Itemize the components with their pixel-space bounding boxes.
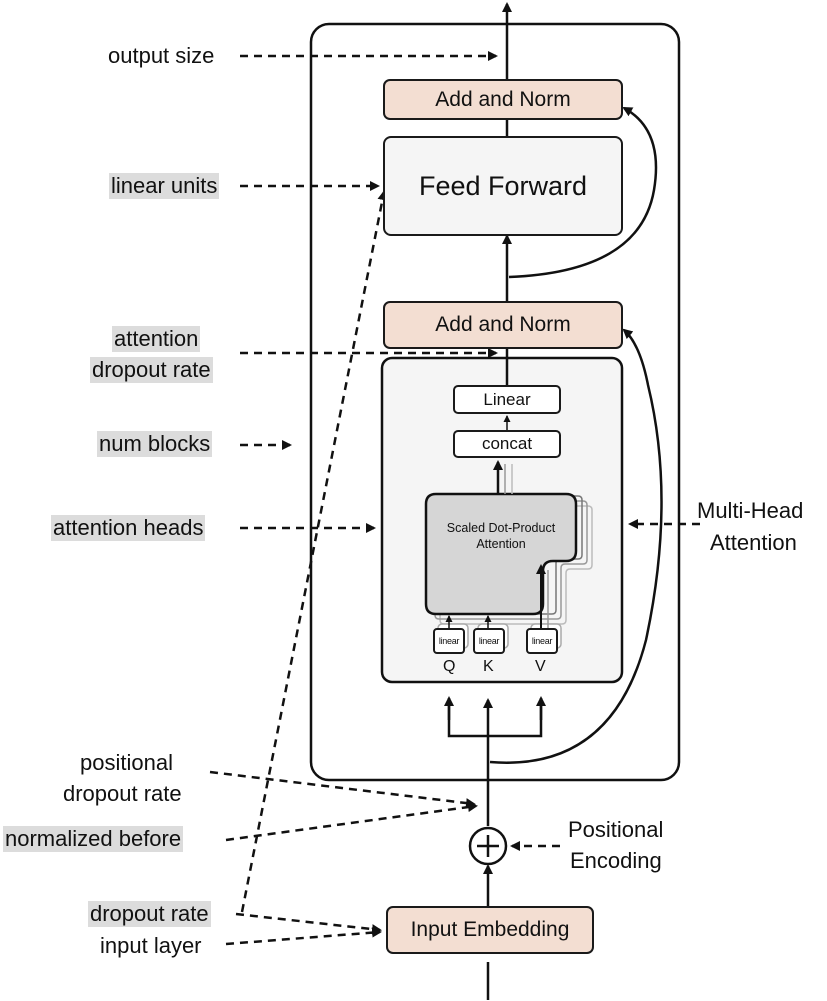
- dash-input-layer: [225, 927, 382, 946]
- sdpa-shadow-2: [434, 500, 588, 620]
- label-positional-dropout-1: positional: [80, 750, 173, 775]
- linear-v-box: linear: [526, 628, 558, 654]
- linear-q-box: linear: [433, 628, 465, 654]
- add-and-norm-top: Add and Norm: [383, 79, 623, 120]
- residual-attention: [489, 328, 663, 764]
- label-multi-head-1: Multi-Head: [697, 498, 804, 523]
- sdpa-box: [424, 492, 578, 616]
- label-normalized-before: normalized before: [3, 826, 184, 852]
- sdpa-label: Scaled Dot-Product Attention: [446, 521, 556, 551]
- dash-dropout-to-embed: [235, 912, 382, 935]
- add-and-norm-mid: Add and Norm: [383, 301, 623, 349]
- label-attention-dropout-2: dropout rate: [90, 357, 213, 383]
- linear-box: Linear: [453, 385, 561, 414]
- dash-dropout-long: [240, 190, 388, 913]
- feed-forward-box: Feed Forward: [383, 136, 623, 236]
- concat-box: concat: [453, 430, 561, 458]
- label-dropout-rate: dropout rate: [88, 901, 211, 927]
- input-embedding-box: Input Embedding: [386, 906, 594, 954]
- label-multi-head-2: Attention: [710, 530, 797, 555]
- dash-normalized-before: [225, 802, 478, 842]
- label-positional-encoding-1: Positional: [568, 817, 664, 842]
- q-label: Q: [443, 658, 456, 675]
- label-positional-dropout-2: dropout rate: [63, 781, 182, 806]
- label-input-layer: input layer: [100, 933, 202, 958]
- label-attention-dropout-1: attention: [112, 326, 201, 352]
- k-label: K: [483, 658, 494, 675]
- v-label: V: [535, 658, 546, 675]
- label-positional-encoding-2: Encoding: [570, 848, 662, 873]
- linear-k-box: linear: [473, 628, 505, 654]
- label-linear-units: linear units: [109, 173, 220, 199]
- label-num-blocks: num blocks: [97, 431, 213, 457]
- label-output-size: output size: [108, 43, 215, 68]
- label-attention-heads: attention heads: [51, 515, 206, 541]
- residual-feedforward: [508, 106, 658, 279]
- dash-positional-dropout: [209, 770, 476, 809]
